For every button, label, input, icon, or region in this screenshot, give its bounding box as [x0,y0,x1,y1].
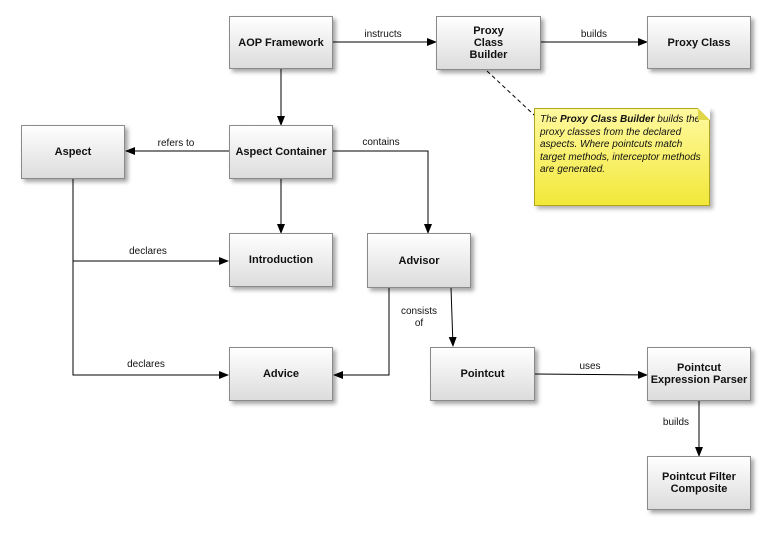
node-proxy-class-builder: Proxy Class Builder [436,16,541,70]
node-aop-framework: AOP Framework [229,16,333,69]
node-label: Proxy Class Builder [469,25,508,61]
node-pointcut-expression-parser: Pointcut Expression Parser [647,347,751,401]
node-aspect: Aspect [21,125,125,179]
note-text: builds the proxy classes from the declar… [540,114,701,175]
node-label: Proxy Class [667,36,731,49]
edge-declares-advice [72,261,229,379]
node-aspect-container: Aspect Container [229,125,333,179]
label-contains: contains [362,137,400,148]
node-label: AOP Framework [238,36,324,49]
note-subject: Proxy Class Builder [560,114,655,125]
label-builds-filter: builds [662,417,690,428]
node-introduction: Introduction [229,233,333,287]
edge-contains [333,150,432,234]
node-label: Advice [262,368,300,380]
note-fold-corner [698,108,710,120]
label-refers-to: refers to [157,138,195,149]
node-label: Pointcut Filter Composite [662,471,736,495]
note-prefix: The [540,114,561,125]
label-instructs: instructs [364,29,402,40]
node-label: Advisor [398,254,440,267]
node-pointcut-filter-composite: Pointcut Filter Composite [647,456,751,510]
node-label: Pointcut Expression Parser [650,362,748,386]
note-proxy-class-builder: The Proxy Class Builder builds the proxy… [534,108,710,206]
node-label: Pointcut [460,368,505,380]
label-builds-proxy: builds [580,29,608,40]
node-advice: Advice [229,347,333,401]
label-uses: uses [579,361,601,372]
node-label: Aspect Container [235,146,327,158]
node-label: Aspect [54,146,92,158]
label-declares-advice: declares [127,359,165,370]
edge-uses [534,370,648,379]
node-label: Introduction [248,254,314,266]
node-advisor: Advisor [367,233,471,288]
node-proxy-class: Proxy Class [647,16,751,69]
edge-consists-of [448,287,457,347]
label-declares-introduction: declares [129,246,167,257]
node-pointcut: Pointcut [430,347,535,401]
edge-advisor-advice [333,288,390,379]
label-consists-of: consists of [400,306,438,329]
